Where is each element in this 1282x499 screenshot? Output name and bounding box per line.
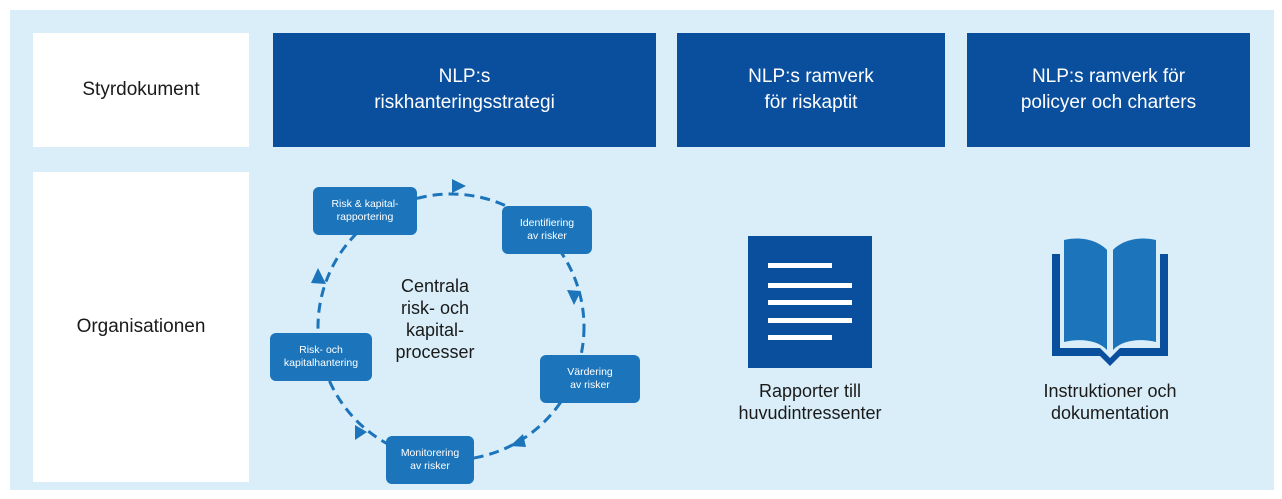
cycle-step-risk-capital-reporting: Risk & kapital- rapportering	[313, 187, 417, 235]
report-document-icon	[748, 236, 872, 368]
row-label-governing-documents: Styrdokument	[33, 33, 249, 147]
cycle-arrowhead-upper-right	[567, 290, 581, 305]
document-risk-appetite-framework: NLP:s ramverk för riskaptit	[677, 33, 945, 147]
document-risk-strategy: NLP:s riskhanteringsstrategi	[273, 33, 656, 147]
cycle-arrowhead-lower-left	[355, 425, 367, 440]
cycle-arrowhead-left	[311, 268, 326, 284]
row-label-organisation: Organisationen	[33, 172, 249, 482]
cycle-arrowhead-lower-right	[510, 434, 526, 447]
document-policy-framework: NLP:s ramverk för policyer och charters	[967, 33, 1250, 147]
cycle-center-label: Centrala risk- och kapital- processer	[395, 276, 475, 362]
caption-reports: Rapporter till huvudintressenter	[738, 381, 882, 423]
cycle-arrowhead-top	[452, 179, 466, 193]
cycle-step-risk-valuation: Värdering av risker	[540, 355, 640, 403]
cycle-step-risk-capital-management: Risk- och kapitalhantering	[270, 333, 372, 381]
open-book-icon	[1052, 238, 1168, 366]
cycle-step-risk-monitoring: Monitorering av risker	[386, 436, 474, 484]
cycle-step-risk-identification: Identifiering av risker	[502, 206, 592, 254]
caption-instructions: Instruktioner och dokumentation	[1043, 381, 1177, 423]
